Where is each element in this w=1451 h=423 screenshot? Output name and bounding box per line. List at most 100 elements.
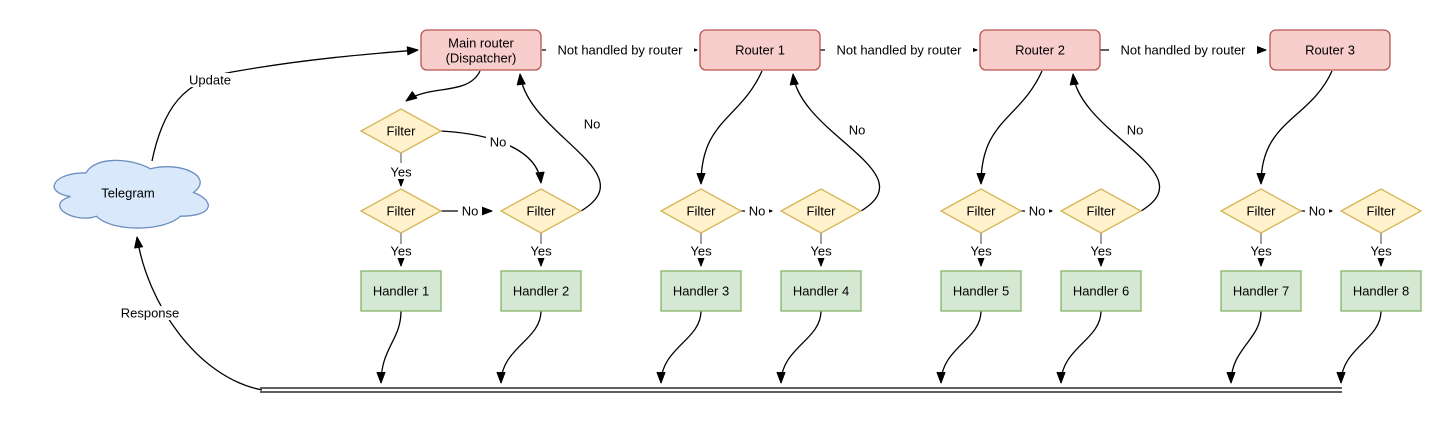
label-bg xyxy=(1109,43,1257,57)
label-bg xyxy=(687,244,715,258)
filter-label-4: Filter xyxy=(807,204,837,219)
handler4-label: Handler 4 xyxy=(793,284,849,299)
no-label-return-router1: No xyxy=(849,123,866,138)
filter-diamond-4 xyxy=(779,188,863,234)
not-handled-label-2: Not handled by router xyxy=(836,43,962,58)
edge-router3-to-filter xyxy=(1256,70,1333,185)
yes-label-7: Yes xyxy=(1250,244,1272,259)
handler8-node xyxy=(1340,270,1422,312)
handler5-label: Handler 5 xyxy=(953,284,1009,299)
handler6-label: Handler 6 xyxy=(1073,284,1129,299)
label-bg xyxy=(1123,123,1147,137)
yes-label-2: Yes xyxy=(530,244,552,259)
yes-label-4: Yes xyxy=(810,244,832,259)
filter-diamond-5 xyxy=(939,188,1023,234)
yes-label-3: Yes xyxy=(690,244,712,259)
response-label: Response xyxy=(121,306,180,321)
no-label-curve-row1: No xyxy=(490,135,507,150)
handler1-node xyxy=(360,270,442,312)
handler3-node xyxy=(660,270,742,312)
no-label-h2: No xyxy=(749,204,766,219)
label-bg xyxy=(1367,244,1395,258)
router1-label: Router 1 xyxy=(735,43,785,58)
label-bg xyxy=(580,117,604,131)
label-bg xyxy=(1087,244,1115,258)
label-bg xyxy=(458,204,482,218)
router2-label: Router 2 xyxy=(1015,43,1065,58)
label-bg xyxy=(845,123,869,137)
handler5-node xyxy=(940,270,1022,312)
filter-diamond-8 xyxy=(1339,188,1423,234)
update-label: Update xyxy=(189,73,231,88)
filter-label-3: Filter xyxy=(687,204,717,219)
edge-handler1-to-bus xyxy=(376,310,402,384)
yes-label-5: Yes xyxy=(970,244,992,259)
router1-node xyxy=(699,29,821,71)
filter-diamond-row1 xyxy=(359,108,443,154)
telegram-cloud-shape xyxy=(53,159,209,229)
no-label-h4: No xyxy=(1309,204,1326,219)
yes-label-1: Yes xyxy=(390,244,412,259)
handler1-label: Handler 1 xyxy=(373,284,429,299)
filter-diamond-2 xyxy=(499,188,583,234)
filter-diamond-3 xyxy=(659,188,743,234)
label-bg xyxy=(1247,244,1275,258)
router3-node xyxy=(1269,29,1391,71)
edge-router1-to-filter xyxy=(696,70,763,185)
filter-diamond-1 xyxy=(359,188,443,234)
edge-handler6-to-bus xyxy=(1056,310,1102,384)
filter-diamond-7 xyxy=(1219,188,1303,234)
filter-diamond-6 xyxy=(1059,188,1143,234)
no-label-return-dispatcher: No xyxy=(584,117,601,132)
no-label-h1: No xyxy=(462,204,479,219)
edge-update-arrow xyxy=(151,46,419,162)
edge-handler4-to-bus xyxy=(776,310,822,384)
handler7-label: Handler 7 xyxy=(1233,284,1289,299)
edge-no-return-router2 xyxy=(1069,73,1160,212)
label-bg xyxy=(1025,204,1049,218)
handler6-node xyxy=(1060,270,1142,312)
yes-label-8: Yes xyxy=(1370,244,1392,259)
label-bg xyxy=(807,244,835,258)
yes-label-6: Yes xyxy=(1090,244,1112,259)
telegram-label: Telegram xyxy=(101,186,154,201)
edge-dispatcher-to-filter xyxy=(405,70,481,102)
edge-response-arrow xyxy=(134,236,263,391)
label-bg xyxy=(745,204,769,218)
filter-label-6: Filter xyxy=(1087,204,1117,219)
edge-router2-to-filter xyxy=(976,70,1043,185)
label-bg xyxy=(1305,204,1329,218)
filter-label-2: Filter xyxy=(527,204,557,219)
label-bg xyxy=(387,165,415,179)
yes-label-row1: Yes xyxy=(390,165,412,180)
edge-no-return-router1 xyxy=(789,73,880,212)
filter-label-row1: Filter xyxy=(387,124,417,139)
handler2-label: Handler 2 xyxy=(513,284,569,299)
handler8-label: Handler 8 xyxy=(1353,284,1409,299)
handler3-label: Handler 3 xyxy=(673,284,729,299)
filter-label-1: Filter xyxy=(387,204,417,219)
no-label-h3: No xyxy=(1029,204,1046,219)
label-bg xyxy=(527,244,555,258)
edge-handler3-to-bus xyxy=(656,310,702,384)
handler2-node xyxy=(500,270,582,312)
label-bg xyxy=(387,244,415,258)
label-bg xyxy=(546,43,694,57)
handler7-node xyxy=(1220,270,1302,312)
router2-node xyxy=(979,29,1101,71)
filter-label-8: Filter xyxy=(1367,204,1397,219)
dispatcher-node xyxy=(420,29,542,71)
handler4-node xyxy=(780,270,862,312)
label-bg xyxy=(187,73,233,87)
label-bg xyxy=(486,135,510,149)
dispatcher-label-line1: Main router xyxy=(448,36,514,51)
edge-handler7-to-bus xyxy=(1226,310,1262,384)
edge-handler2-to-bus xyxy=(496,310,542,384)
filter-label-7: Filter xyxy=(1247,204,1277,219)
label-bg xyxy=(116,306,184,320)
router3-label: Router 3 xyxy=(1305,43,1355,58)
edge-no-return-dispatcher xyxy=(516,73,601,212)
no-label-return-router2: No xyxy=(1127,123,1144,138)
